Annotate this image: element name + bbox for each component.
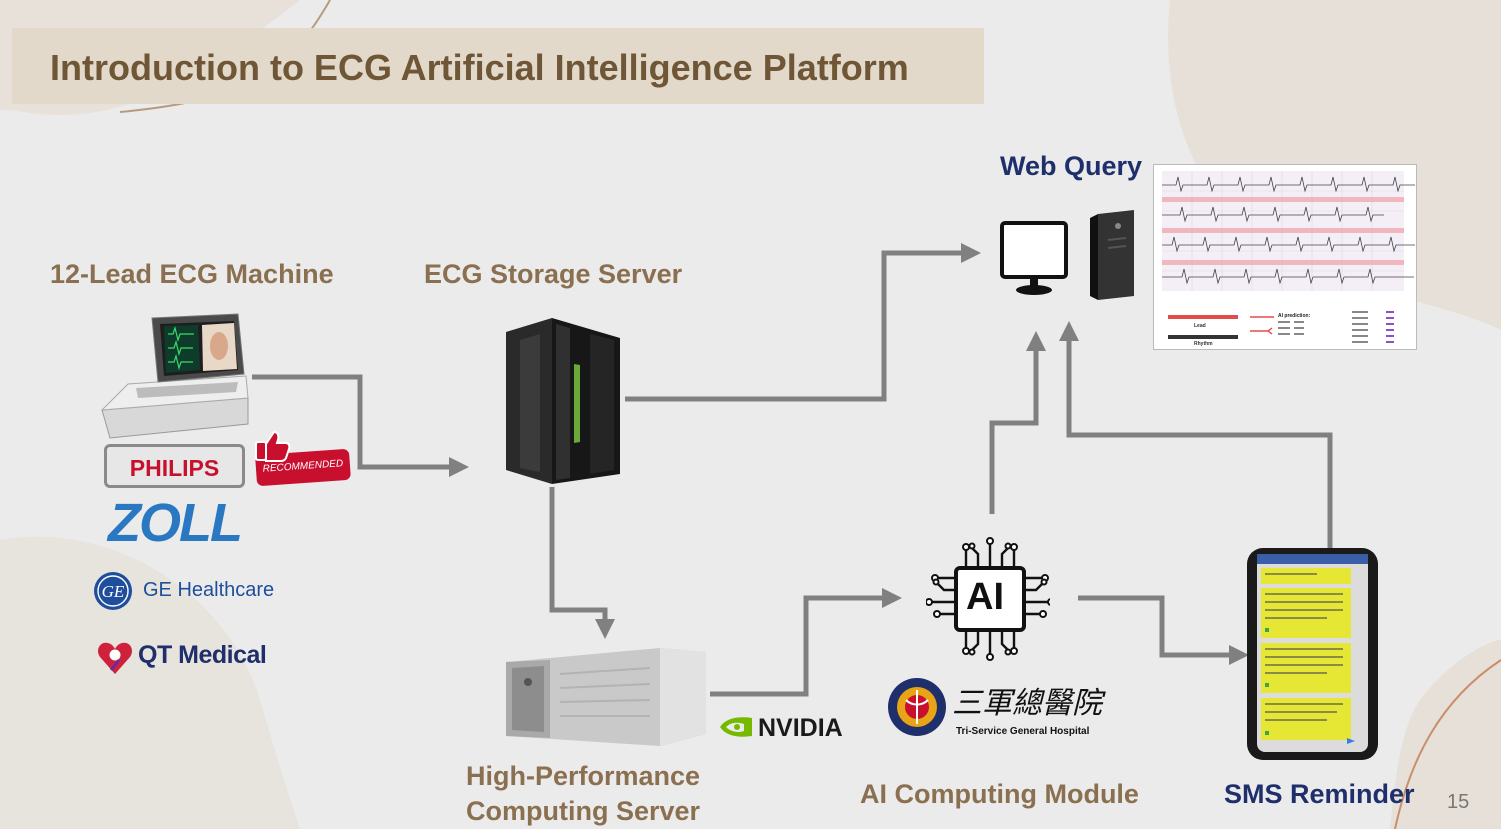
web-query-label: Web Query xyxy=(1000,151,1143,181)
philips-logo-box: PHILIPS xyxy=(104,444,245,488)
storage-server-label: ECG Storage Server xyxy=(424,259,683,289)
hpc-label-line2: Computing Server xyxy=(466,796,701,826)
ecg-report-image: Lead Rhythm AI prediction: xyxy=(1153,164,1417,350)
title-band xyxy=(12,28,984,104)
zoll-logo: ZOLL xyxy=(108,493,243,553)
nvidia-eye-icon xyxy=(720,717,752,737)
report-ai-prediction: AI prediction: xyxy=(1278,313,1311,319)
ai-module-label: AI Computing Module xyxy=(860,779,1139,809)
ge-monogram-icon: GE xyxy=(94,572,132,610)
hospital-emblem-icon xyxy=(888,678,946,736)
qt-heart-icon xyxy=(97,642,133,674)
ai-chip-label: AI xyxy=(966,576,1004,618)
slide-title: Introduction to ECG Artificial Intellige… xyxy=(50,47,909,88)
arrow-hpc-to-ai xyxy=(710,588,902,697)
sms-phone-image xyxy=(1247,548,1378,760)
report-rhythm-legend: Rhythm xyxy=(1194,341,1213,347)
arrow-storage-to-hpc xyxy=(549,487,615,639)
sms-reminder-label: SMS Reminder xyxy=(1224,779,1415,809)
hospital-name-zh: 三軍總醫院 xyxy=(952,686,1102,721)
arrow-sms-to-web xyxy=(1059,321,1333,548)
page-number: 15 xyxy=(1447,791,1470,813)
ecg-machine-image xyxy=(100,313,249,439)
ecg-machine-label: 12-Lead ECG Machine xyxy=(50,259,334,289)
report-lead-legend: Lead xyxy=(1194,323,1206,329)
arrow-ai-to-sms xyxy=(1078,595,1249,665)
arrow-storage-to-web xyxy=(625,243,981,402)
philips-logo: PHILIPS xyxy=(129,455,220,481)
nvidia-logo: NVIDIA xyxy=(758,714,843,742)
arrow-ecg-to-storage xyxy=(252,374,469,477)
qt-medical-logo: QT Medical xyxy=(138,641,267,669)
computer-icon xyxy=(1000,210,1134,300)
hospital-name-en: Tri-Service General Hospital xyxy=(956,726,1090,737)
ge-healthcare-logo: GE Healthcare xyxy=(143,579,275,601)
thumbs-up-icon xyxy=(255,430,291,462)
storage-server-image xyxy=(506,318,620,484)
ai-chip-icon xyxy=(926,537,1050,661)
hpc-server-image xyxy=(506,648,706,746)
hpc-label-line1: High-Performance xyxy=(466,761,701,791)
ecg-trace-image xyxy=(1162,171,1415,343)
svg-text:GE: GE xyxy=(102,582,125,601)
arrow-ai-to-web xyxy=(989,331,1046,514)
sms-messages-image xyxy=(1257,554,1368,752)
